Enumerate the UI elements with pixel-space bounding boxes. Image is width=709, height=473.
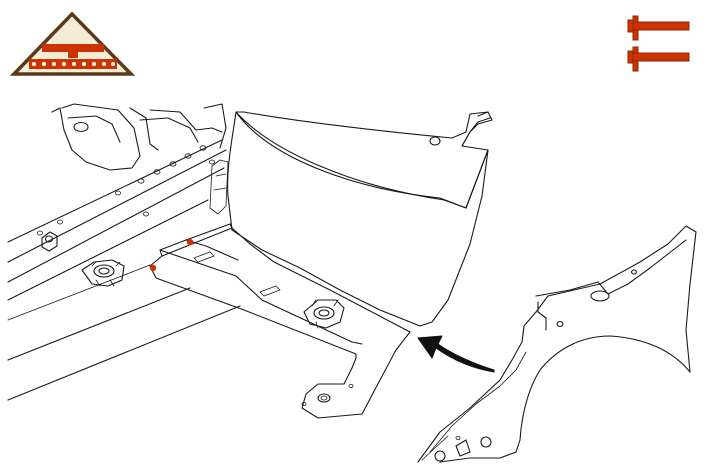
- marker-dots: [149, 238, 194, 272]
- marker-dot: [149, 264, 157, 272]
- body-section-triangle-icon: [9, 11, 136, 76]
- clip-fastener-center: [303, 299, 345, 329]
- upper-bracket: [51, 103, 227, 171]
- installation-direction-arrow: [417, 335, 495, 373]
- mounting-plate: [149, 223, 411, 419]
- marker-dot: [186, 238, 194, 246]
- clip-fastener-left: [81, 259, 125, 287]
- fender-panel: [417, 225, 697, 463]
- wheel-arch-panel: [209, 111, 493, 327]
- frame-rail: [7, 139, 241, 401]
- fastener-icon: [627, 15, 690, 72]
